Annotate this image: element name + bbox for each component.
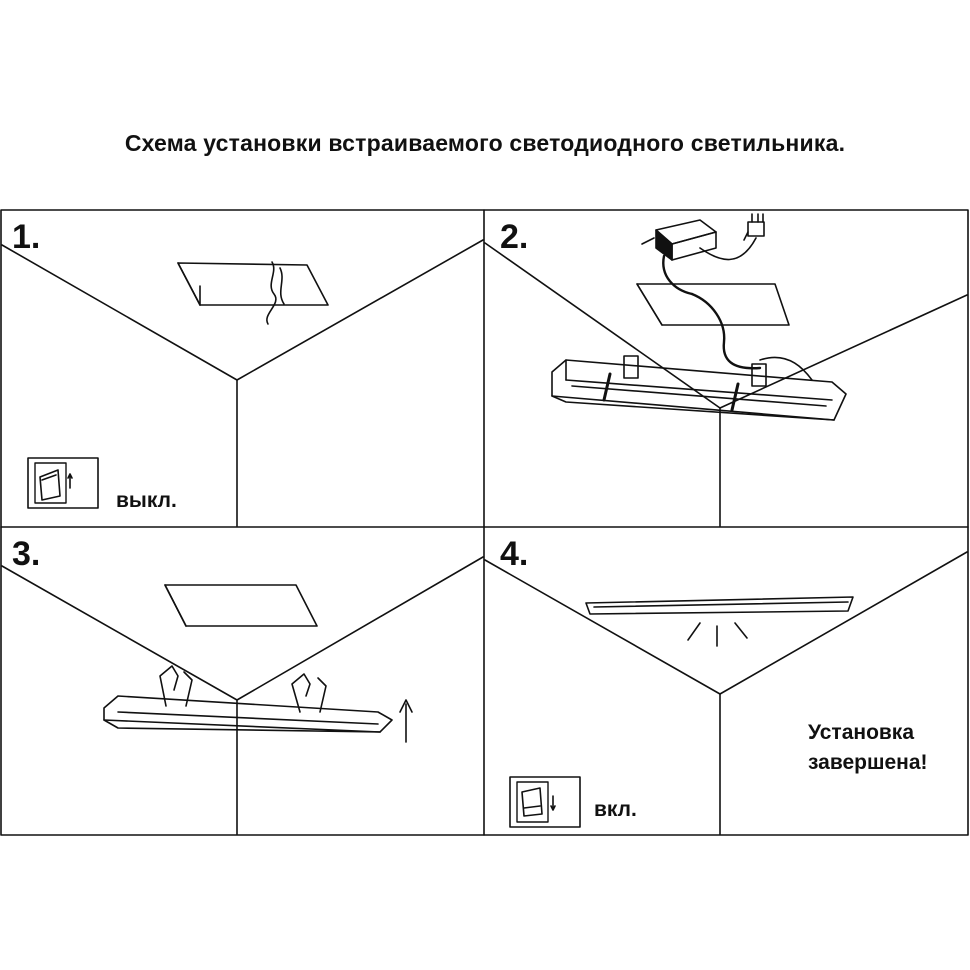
panel-2-arrow-1 <box>641 237 655 245</box>
panel-2-room-corner <box>484 242 968 527</box>
panel-2-ceiling-cutout <box>636 283 790 326</box>
completion-message: Установка завершена! <box>808 718 928 778</box>
panel-2-cable-mains <box>699 237 757 261</box>
step-3-number: 3. <box>12 535 41 573</box>
light-rays-icon <box>687 622 748 647</box>
arrow-up-icon <box>399 699 413 743</box>
wall-switch-on-icon <box>509 776 581 828</box>
switch-on-label: вкл. <box>594 798 637 821</box>
panel-2-arrow-2 <box>743 231 749 241</box>
panel-3-luminaire <box>103 665 393 733</box>
panel-2-luminaire <box>551 355 847 421</box>
switch-off-label: выкл. <box>116 489 177 512</box>
wall-switch-off-icon <box>27 457 99 509</box>
panel-2-cable-lead-2 <box>759 356 813 381</box>
step-1-number: 1. <box>12 218 41 256</box>
completion-message-line-2: завершена! <box>808 751 928 774</box>
panel-3-room-corner <box>1 556 484 835</box>
panel-1-room-corner <box>1 239 484 527</box>
panel-1-wire <box>266 261 277 325</box>
panel-2-cable-lead <box>690 292 762 370</box>
panel-4-room-corner <box>484 551 968 835</box>
panel-2-terminal-block <box>747 213 765 237</box>
diagram-title: Схема установки встраиваемого светодиодн… <box>124 130 846 156</box>
panel-3-ceiling-cutout <box>164 584 318 627</box>
completion-message-line-1: Установка <box>808 721 914 744</box>
panel-2-cable-output <box>662 254 694 296</box>
panel-2-driver-box <box>655 219 717 261</box>
step-2-number: 2. <box>500 218 529 256</box>
panel-1-ceiling-cutout <box>177 262 329 306</box>
step-4-number: 4. <box>500 535 529 573</box>
panel-4-installed-luminaire <box>585 596 854 615</box>
panel-1-wire-2 <box>279 267 285 305</box>
